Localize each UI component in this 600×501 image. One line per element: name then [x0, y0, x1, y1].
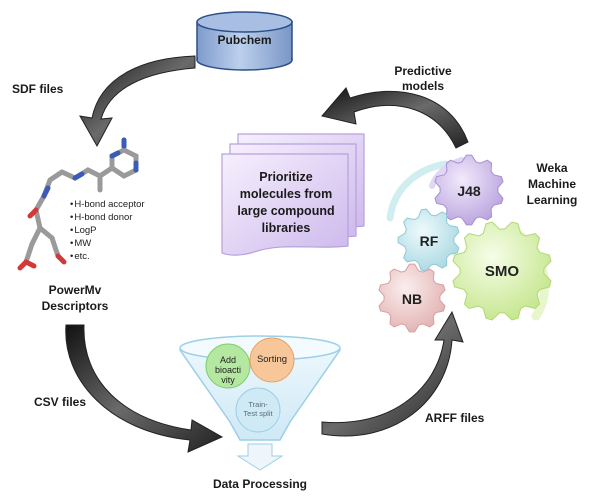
descriptor-list: H-bond acceptor H-bond donor LogP MW etc…	[70, 198, 145, 263]
data-processing-funnel	[179, 335, 341, 471]
powermv-line1: PowerMv	[48, 283, 102, 297]
add-bioactivity-bubble	[205, 343, 251, 389]
arrow-csv	[65, 324, 224, 453]
prioritize-line3: large compound	[237, 204, 335, 218]
pubchem-label: Pubchem	[217, 33, 272, 47]
descriptor-item: MW	[70, 237, 145, 250]
prioritize-text: Prioritize molecules from large compound…	[224, 169, 348, 237]
descriptor-item: H-bond donor	[70, 211, 145, 224]
descriptor-item: etc.	[70, 250, 145, 263]
data-processing-title: Data Processing	[212, 477, 308, 491]
gear-smo-icon	[452, 221, 552, 321]
split-line2: Test split	[243, 409, 273, 418]
add-line2: bioacti	[214, 365, 241, 375]
powermv-descriptors-title: PowerMv Descriptors	[30, 282, 120, 314]
gear-label-rf: RF	[419, 233, 439, 249]
gear-rf-icon	[397, 208, 460, 272]
gear-nb-icon	[378, 263, 446, 333]
prioritize-line4: libraries	[261, 221, 311, 235]
swirl-arc-icon	[429, 157, 465, 189]
weka-line1: Weka	[536, 161, 568, 175]
gear-label-smo: SMO	[484, 263, 520, 280]
prioritize-line2: molecules from	[239, 187, 333, 201]
weka-line3: Learning	[526, 193, 578, 207]
train-test-bubble	[235, 387, 281, 433]
sdf-files-label: SDF files	[12, 82, 64, 96]
train-test-label: Train- Test split	[236, 400, 280, 418]
sorting-label: Sorting	[256, 354, 288, 365]
csv-files-label: CSV files	[34, 395, 87, 409]
prioritized-library-pages	[221, 133, 365, 256]
gears-group	[378, 154, 552, 333]
prioritize-line1: Prioritize	[259, 170, 313, 184]
molecule-structure-icon	[17, 137, 139, 271]
swirl-arc-icon	[386, 160, 450, 222]
add-line3: vity	[221, 375, 235, 385]
gear-j48-icon	[434, 154, 504, 226]
split-line1: Train-	[248, 400, 268, 409]
arrow-arff	[321, 310, 464, 437]
gear-label-nb: NB	[401, 291, 423, 307]
powermv-line2: Descriptors	[41, 299, 109, 313]
descriptor-item: H-bond acceptor	[70, 198, 144, 211]
arrow-sdf	[79, 55, 196, 148]
arrow-predictive	[321, 87, 469, 149]
predictive-line2: models	[401, 79, 444, 93]
add-bioactivity-label: Add bioacti vity	[206, 355, 250, 385]
descriptor-item: LogP	[70, 224, 145, 237]
weka-label: Weka Machine Learning	[520, 160, 584, 208]
predictive-line1: Predictive	[394, 64, 452, 78]
weka-line2: Machine	[527, 177, 576, 191]
pubchem-database	[196, 11, 293, 71]
gear-label-j48: J48	[457, 183, 481, 199]
sorting-bubble	[249, 337, 295, 383]
predictive-models-label: Predictive models	[388, 64, 458, 94]
arff-files-label: ARFF files	[425, 411, 485, 425]
add-line1: Add	[219, 355, 236, 365]
